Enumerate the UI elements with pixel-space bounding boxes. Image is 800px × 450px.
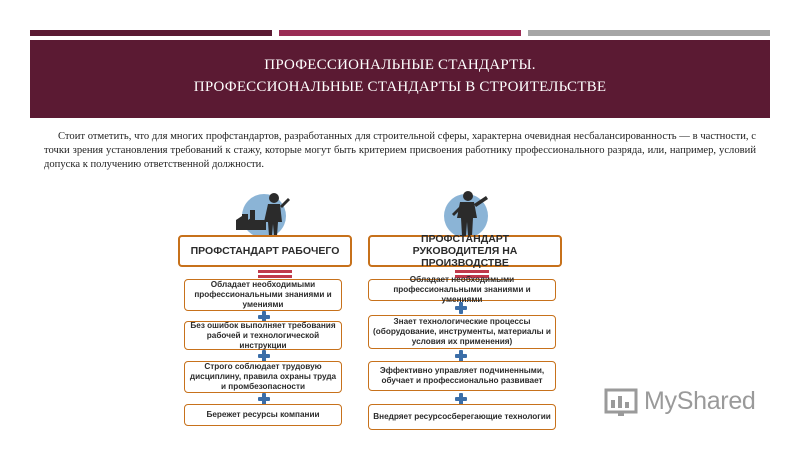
decor-bar-mid — [279, 30, 521, 36]
manager-item-3: Эффективно управляет подчиненными, обуча… — [368, 361, 556, 391]
plus-icon — [258, 393, 270, 405]
worker-standard-title: ПРОФСТАНДАРТ РАБОЧЕГО — [178, 235, 352, 267]
equals-sign — [455, 270, 489, 278]
logo-chart-icon — [604, 388, 638, 416]
plus-icon — [258, 311, 270, 323]
decor-bar-dark — [30, 30, 272, 36]
intro-paragraph: Стоит отметить, что для многих профстанд… — [44, 131, 756, 170]
manager-item-2: Знает технологические процессы (оборудов… — [368, 315, 556, 349]
slide-title: ПРОФЕССИОНАЛЬНЫЕ СТАНДАРТЫ. ПРОФЕССИОНАЛ… — [30, 40, 770, 118]
worker-item-2: Без ошибок выполняет требования рабочей … — [184, 321, 342, 350]
slide-title-line2: ПРОФЕССИОНАЛЬНЫЕ СТАНДАРТЫ В СТРОИТЕЛЬСТ… — [193, 79, 607, 95]
plus-icon — [455, 393, 467, 405]
worker-item-1: Обладает необходимыми профессиональными … — [184, 279, 342, 311]
manager-item-4: Внедряет ресурсосберегающие технологии — [368, 404, 556, 430]
decor-bar-grey — [528, 30, 770, 36]
manager-item-1: Обладает необходимыми профессиональными … — [368, 275, 556, 304]
manager-icon — [444, 191, 488, 238]
worker-factory-icon — [236, 193, 290, 238]
manager-standard-title: ПРОФСТАНДАРТ РУКОВОДИТЕЛЯ НА ПРОИЗВОДСТВ… — [368, 233, 562, 269]
slide-title-line1: ПРОФЕССИОНАЛЬНЫЕ СТАНДАРТЫ. — [264, 57, 536, 73]
plus-icon — [258, 350, 270, 362]
worker-item-3: Строго соблюдает трудовую дисциплину, пр… — [184, 361, 342, 393]
myshared-logo: MyShared — [604, 384, 756, 418]
top-decor-bars — [30, 30, 770, 36]
plus-icon — [455, 350, 467, 362]
logo-text: MyShared — [644, 386, 756, 415]
plus-icon — [455, 302, 467, 314]
equals-sign — [258, 270, 292, 278]
worker-item-4: Бережет ресурсы компании — [184, 404, 342, 426]
